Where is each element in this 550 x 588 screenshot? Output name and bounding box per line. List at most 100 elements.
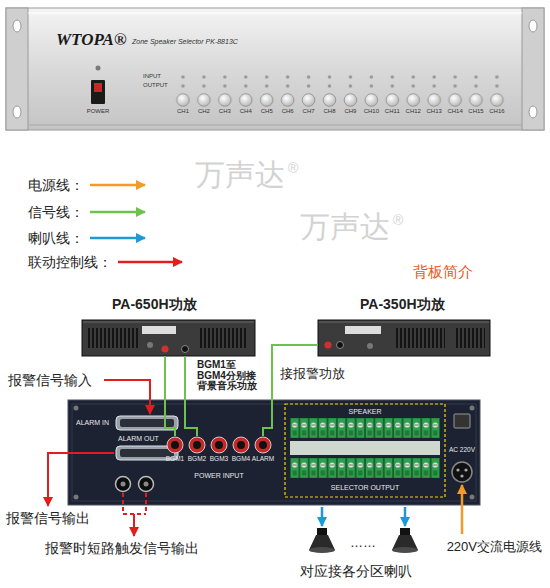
rack-hole (529, 106, 537, 118)
amplifier-vent (88, 328, 138, 348)
rack-hole (13, 20, 21, 32)
input-jack (233, 437, 249, 453)
socket-pin (464, 468, 467, 471)
channel-label: CH13 (426, 108, 441, 115)
wiring-note: 接报警功放 (280, 367, 345, 382)
screw (470, 406, 475, 411)
output-terminal (325, 342, 332, 349)
amplifier-vent (455, 328, 485, 348)
section-title: 背板简介 (413, 263, 473, 280)
channel-label: CH9 (344, 108, 356, 115)
channel-label: CH14 (447, 108, 462, 115)
channel-label: CH10 (364, 108, 379, 115)
panel-text: Zone Speaker Selector PK-8813C (132, 38, 238, 46)
row-label: INPUT (143, 73, 161, 80)
legend-text: 喇叭线： (28, 230, 84, 246)
callout: 报警信号输出 (6, 510, 90, 526)
trigger-jack (139, 477, 154, 492)
port-label: BGM2 (188, 456, 206, 463)
signal-wire (165, 400, 175, 436)
trigger-jack-pin (121, 482, 126, 487)
power-switch (454, 414, 470, 428)
rack-ear (522, 8, 544, 130)
port-label: ALARM OUT (118, 435, 159, 442)
amplifier-plate (142, 326, 176, 334)
watermark: ® (393, 212, 403, 228)
control-wire (48, 453, 114, 506)
power-wire (461, 485, 464, 534)
callout: 对应接各分区喇叭 (300, 563, 412, 579)
port-label: BGM4 (232, 456, 250, 463)
watermark: ® (288, 160, 298, 176)
output-terminal (337, 342, 344, 349)
row-label: OUTPUT (143, 82, 168, 89)
legend-arrow (90, 211, 145, 214)
rack-hole (13, 106, 21, 118)
input-jack (211, 437, 227, 453)
control-wire (123, 493, 146, 514)
watermark: 万声达 (195, 158, 285, 193)
channel-label: CH12 (406, 108, 421, 115)
legend-item: 信号线： (28, 202, 84, 222)
speaker-wire (404, 507, 407, 526)
callout: 220V交流电源线 (447, 540, 542, 555)
amplifier-plate (345, 326, 381, 334)
channel-label: CH11 (385, 108, 400, 115)
legend-item: 喇叭线： (28, 228, 84, 248)
amplifier: PA-350H功放 (318, 296, 490, 356)
port-label: AC 220V (449, 447, 475, 454)
port-label: SELECTOR OUTPUT (331, 484, 399, 491)
signal-wire (263, 400, 272, 436)
channel-label: CH7 (303, 108, 315, 115)
input-jack (167, 437, 183, 453)
control-wire (104, 380, 150, 414)
input-jack (147, 342, 153, 348)
signal-wire (164, 356, 166, 400)
input-jack (189, 437, 205, 453)
legend-item: 联动控制线： (28, 252, 112, 272)
terminal-frame (285, 404, 445, 497)
amplifier-vent (395, 328, 445, 348)
amplifier-heading: PA-350H功放 (360, 296, 445, 312)
panel-text: WTOPA® (56, 30, 127, 50)
screw (470, 495, 475, 500)
legend-text: 电源线： (28, 177, 84, 193)
legend-arrow (118, 261, 182, 264)
amplifier-body (318, 320, 490, 356)
power-led (96, 66, 101, 71)
channel-label: CH6 (282, 108, 294, 115)
watermark: 万声达 (300, 210, 390, 245)
ellipsis: …… (350, 536, 376, 551)
control-wire (133, 514, 135, 536)
input-jack-hole (171, 441, 179, 449)
port-label: BGM3 (210, 456, 228, 463)
channel-label: CH2 (198, 108, 210, 115)
amplifier: PA-650H功放 (82, 296, 255, 356)
output-terminal (162, 346, 169, 353)
power-switch (91, 80, 105, 104)
amplifier-heading: PA-650H功放 (112, 296, 197, 312)
port-label: POWER INPUT (194, 472, 243, 479)
amplifier-vent (200, 328, 248, 348)
channel-label: CH16 (489, 108, 504, 115)
amplifier-body (82, 320, 255, 356)
legend-text: 信号线： (28, 204, 84, 220)
screw (74, 495, 79, 500)
channel-label: CH5 (261, 108, 273, 115)
legend-arrow (90, 184, 145, 187)
callout: 报警信号输入 (8, 372, 92, 388)
rack-hole (529, 20, 537, 32)
speaker-icon (392, 528, 418, 553)
legend-text: 联动控制线： (28, 254, 112, 270)
power-socket (452, 462, 472, 482)
back-panel: ALARM INALARM OUTBGM1BGM2BGM3BGM4ALARMPO… (68, 400, 480, 505)
power-switch-rocker (94, 83, 102, 92)
amplifier-edge (319, 322, 489, 323)
callout: 报警时短路触发信号输出 (45, 540, 199, 556)
output-terminal (182, 346, 189, 353)
input-jack (255, 437, 271, 453)
